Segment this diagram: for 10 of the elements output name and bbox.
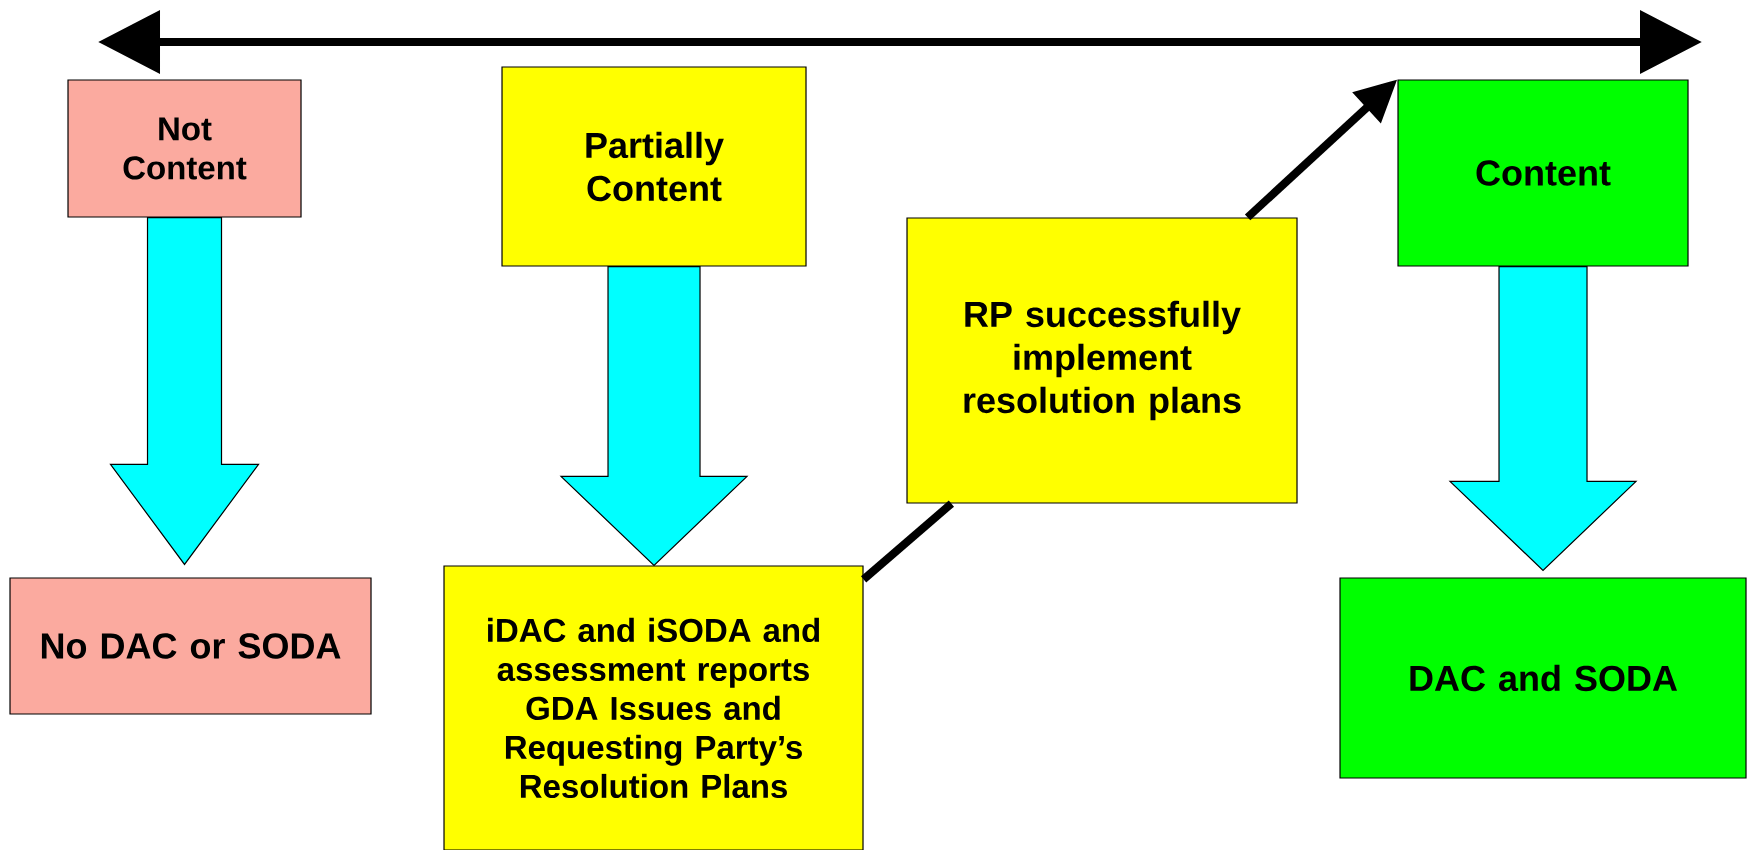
- step-box: RP successfully implement resolution plans: [906, 217, 1298, 504]
- block-arrow: [109, 217, 260, 566]
- status-box: Content: [1397, 79, 1689, 267]
- outcome-box: DAC and SODA: [1339, 577, 1747, 779]
- status-box: Not Content: [67, 79, 302, 218]
- outcome-box: iDAC and iSODA and assessment reports GDA Issues and Requesting Party’s Resolution Plans: [443, 565, 864, 850]
- status-box: Partially Content: [501, 66, 807, 267]
- block-arrow: [559, 266, 749, 567]
- block-arrow: [1448, 266, 1638, 572]
- outcome-box: No DAC or SODA: [9, 577, 372, 715]
